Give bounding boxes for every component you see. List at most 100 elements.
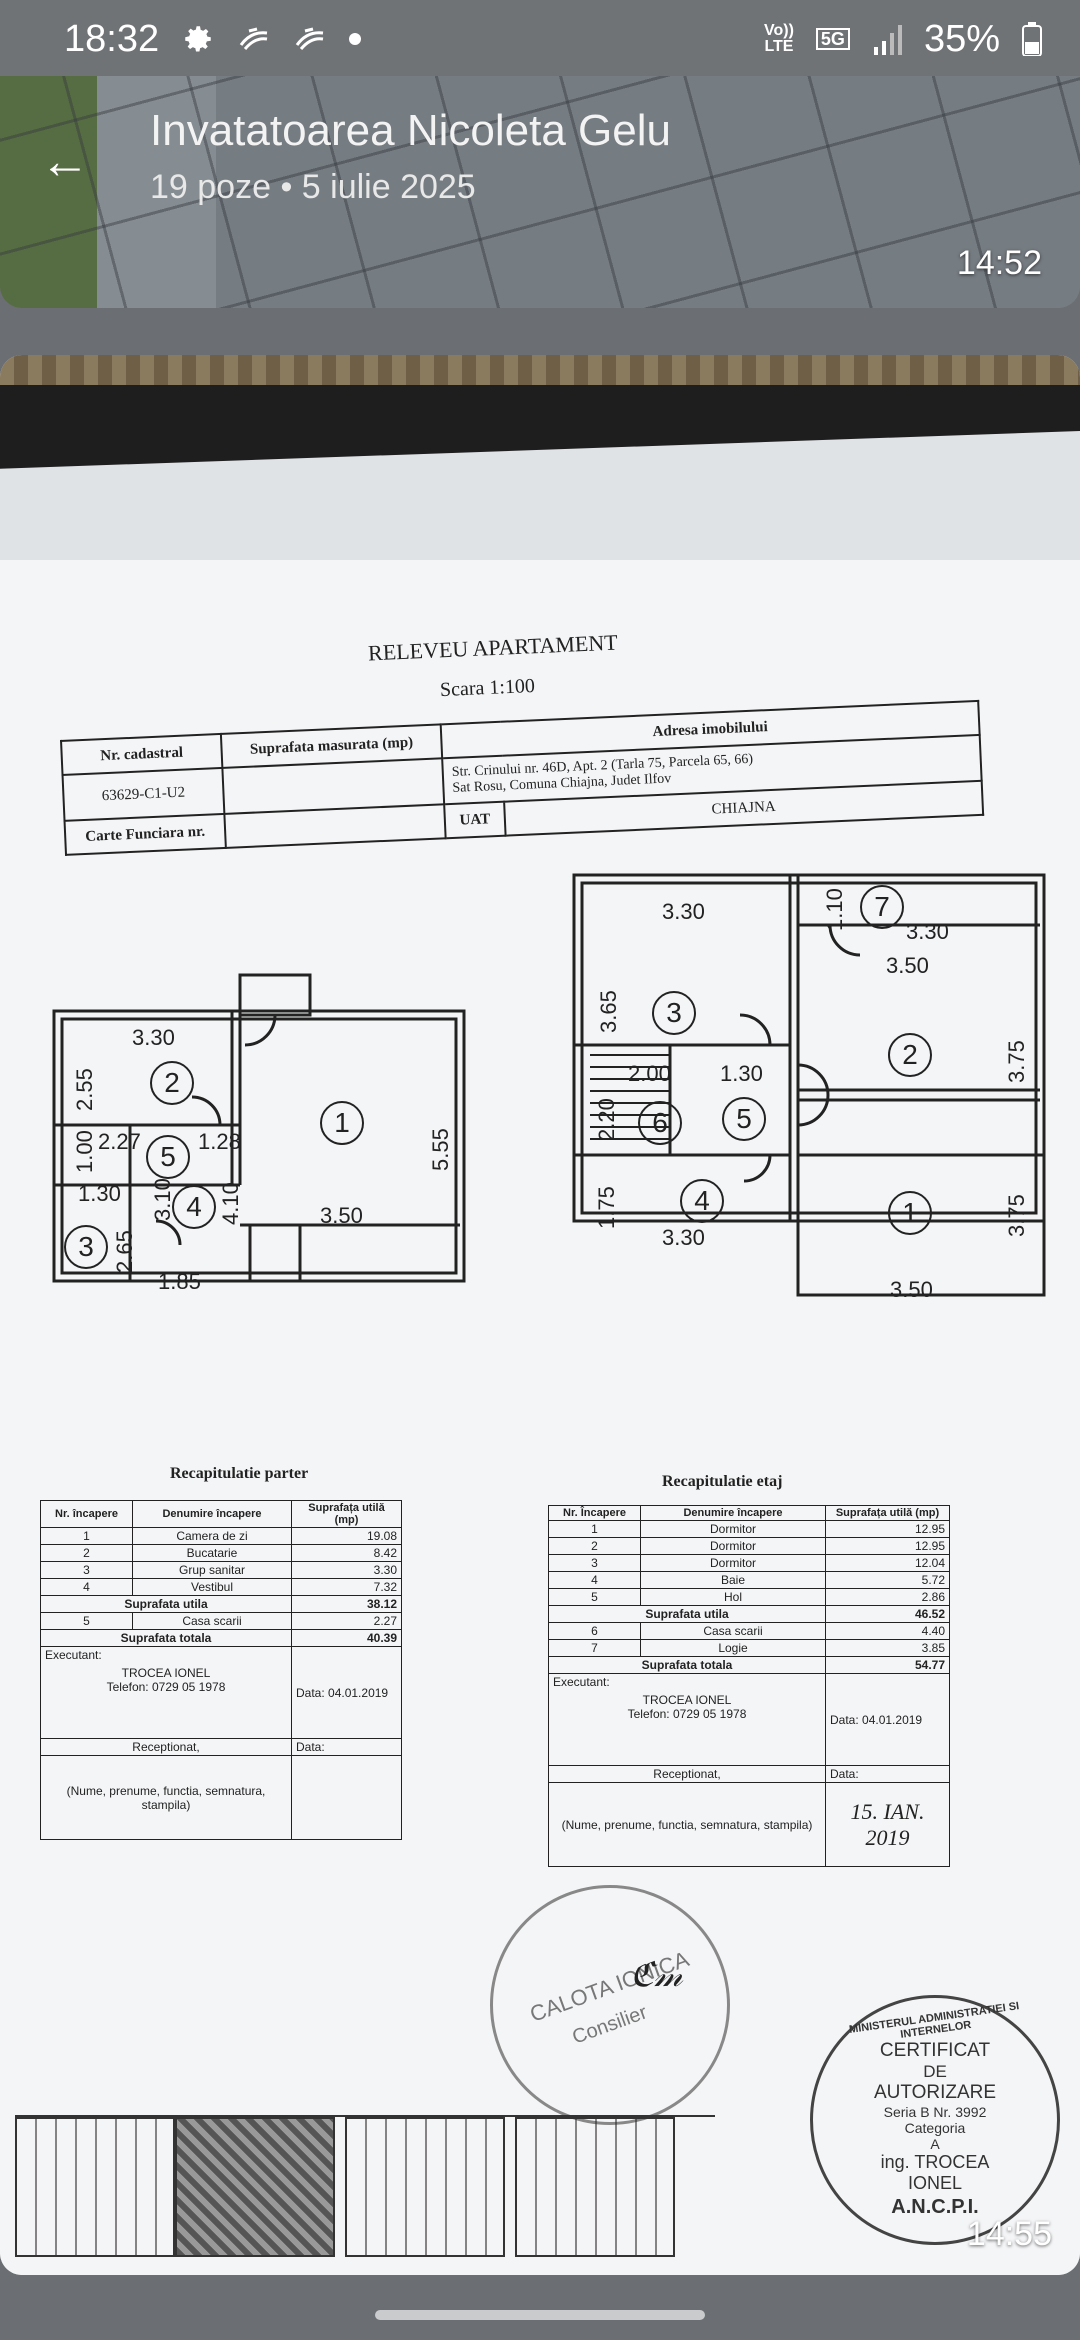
re-data-cell: Data: 04.01.2019 <box>825 1673 950 1766</box>
rp-sign-note: (Nume, prenume, functia, semnatura, stam… <box>40 1755 292 1840</box>
parter-dim-4: 1.00 <box>72 1130 97 1173</box>
re-e0-nr: 6 <box>548 1622 641 1640</box>
rp-r0-value: 19.08 <box>291 1527 402 1545</box>
re-sign-note: (Nume, prenume, functia, semnatura, stam… <box>548 1782 826 1867</box>
etaj-room-1: 1 <box>888 1191 932 1235</box>
rp-r2-value: 3.30 <box>291 1561 402 1579</box>
floor-plan-etaj: 1 2 3 4 5 6 7 3.30 1.10 3.30 3.50 3.65 3… <box>570 865 1050 1335</box>
rp-h-name: Denumire încapere <box>132 1500 292 1528</box>
re-r2-value: 12.04 <box>825 1554 950 1572</box>
parter-room-3: 3 <box>64 1225 108 1269</box>
etaj-room-6: 6 <box>638 1101 682 1145</box>
parter-room-4: 4 <box>172 1185 216 1229</box>
rp-r3-value: 7.32 <box>291 1578 402 1596</box>
rp-r3-name: Vestibul <box>132 1578 292 1596</box>
album-time-label: 14:52 <box>956 244 1042 282</box>
parter-dim-5: 1.30 <box>78 1181 121 1206</box>
re-total-label: Suprafata totala <box>548 1656 826 1674</box>
etaj-dim-5: 3.75 <box>1004 1040 1029 1083</box>
etaj-dim-8: 2.20 <box>594 1098 619 1141</box>
rp-total-label: Suprafata totala <box>40 1629 292 1647</box>
rp-executant-phone: Telefon: 0729 05 1978 <box>106 1680 226 1694</box>
parter-dim-10: 2.65 <box>112 1230 137 1273</box>
re-data-label: Data: <box>830 1712 859 1727</box>
etaj-room-4: 4 <box>680 1179 724 1223</box>
parter-room-5: 5 <box>146 1135 190 1179</box>
etaj-dim-3: 3.50 <box>886 953 929 978</box>
etaj-room-5: 5 <box>722 1097 766 1141</box>
pinwheel-icon-2 <box>293 25 327 53</box>
rp-total-value: 40.39 <box>291 1629 402 1647</box>
stamp-line4: Seria B Nr. 3992 <box>883 2103 987 2120</box>
stamp-line3: AUTORIZARE <box>873 2081 997 2103</box>
info-table: Nr. cadastral Suprafata masurata (mp) Ad… <box>60 700 984 856</box>
re-r3-nr: 4 <box>548 1571 641 1589</box>
parter-room-1: 1 <box>320 1101 364 1145</box>
etaj-dim-6: 2.00 <box>628 1061 671 1086</box>
carte-funciara-label: Carte Funciara nr. <box>64 813 226 855</box>
rp-data-label2: Data: <box>291 1738 402 1756</box>
rp-data-value: 04.01.2019 <box>328 1685 389 1700</box>
re-handwritten-date: 15. IAN. 2019 <box>825 1782 950 1867</box>
site-plan-strip <box>15 2115 715 2257</box>
etaj-room-7: 7 <box>860 885 904 929</box>
parter-room-2: 2 <box>150 1061 194 1105</box>
rp-util-label: Suprafata utila <box>40 1595 292 1613</box>
re-receptionat: Receptionat, <box>548 1765 826 1783</box>
album-cover-image <box>0 76 1080 308</box>
uat-label: UAT <box>444 801 506 839</box>
stamp-certificat: MINISTERUL ADMINISTRATIEI SI INTERNELOR … <box>810 1995 1060 2245</box>
parter-dim-3: 1.28 <box>198 1129 241 1154</box>
parter-dim-6: 3.10 <box>150 1178 175 1221</box>
rp-r3-nr: 4 <box>40 1578 133 1596</box>
gesture-nav-bar[interactable] <box>375 2310 705 2320</box>
rp-h-nr: Nr. încapere <box>40 1500 133 1528</box>
parter-dim-11: 1.85 <box>158 1269 201 1294</box>
floor-plan-parter: 1 2 3 4 5 3.30 2.55 2.27 1.28 1.00 1.30 … <box>50 925 470 1295</box>
stamp-bottom: A.N.C.P.I. <box>891 2195 979 2218</box>
rp-executant-label: Executant: <box>45 1648 102 1662</box>
re-util-value: 46.52 <box>825 1605 950 1623</box>
parter-dim-9: 3.50 <box>320 1203 363 1228</box>
re-r1-nr: 2 <box>548 1537 641 1555</box>
re-h-nr: Nr. Încapere <box>548 1505 641 1521</box>
status-right: Vo)) LTE 5G 35% <box>764 18 1042 61</box>
rp-executant-name: TROCEA IONEL <box>121 1666 211 1680</box>
rp-r1-nr: 2 <box>40 1544 133 1562</box>
back-arrow-icon[interactable]: ← <box>40 133 90 189</box>
re-executant-name: TROCEA IONEL <box>642 1693 732 1707</box>
re-r3-value: 5.72 <box>825 1571 950 1589</box>
doc-scale: Scara 1:100 <box>439 674 536 702</box>
battery-percent: 35% <box>923 17 1000 60</box>
re-r3-name: Baie <box>640 1571 826 1589</box>
re-e0-value: 4.40 <box>825 1622 950 1640</box>
album-header-card[interactable]: ← Invatatoarea Nicoleta Gelu 19 poze • 5… <box>0 76 1080 308</box>
pinwheel-icon <box>237 25 271 53</box>
rp-h-surface: Suprafața utilă (mp) <box>291 1500 402 1528</box>
recap-parter-title: Recapitulatie parter <box>170 1465 309 1482</box>
etaj-dim-9: 1.75 <box>594 1186 619 1229</box>
notification-dot-icon <box>349 33 362 45</box>
etaj-room-2: 2 <box>888 1033 932 1077</box>
rp-extra-value: 2.27 <box>291 1612 402 1630</box>
document: RELEVEU APARTAMENT Scara 1:100 Nr. cadas… <box>0 355 1080 2275</box>
photo-card[interactable]: RELEVEU APARTAMENT Scara 1:100 Nr. cadas… <box>0 355 1080 2275</box>
re-util-label: Suprafata utila <box>548 1605 826 1623</box>
parter-dim-0: 3.30 <box>132 1025 175 1050</box>
re-r0-nr: 1 <box>548 1520 641 1538</box>
volte-top: Vo)) <box>764 22 794 39</box>
re-r4-name: Hol <box>640 1588 826 1606</box>
etaj-dim-12: 3.50 <box>890 1277 933 1302</box>
gear-icon <box>181 22 215 56</box>
rp-r0-nr: 1 <box>40 1527 133 1545</box>
re-executant-cell: Executant: TROCEA IONEL Telefon: 0729 05… <box>548 1673 826 1766</box>
stamp-line8: IONEL <box>907 2172 963 2193</box>
